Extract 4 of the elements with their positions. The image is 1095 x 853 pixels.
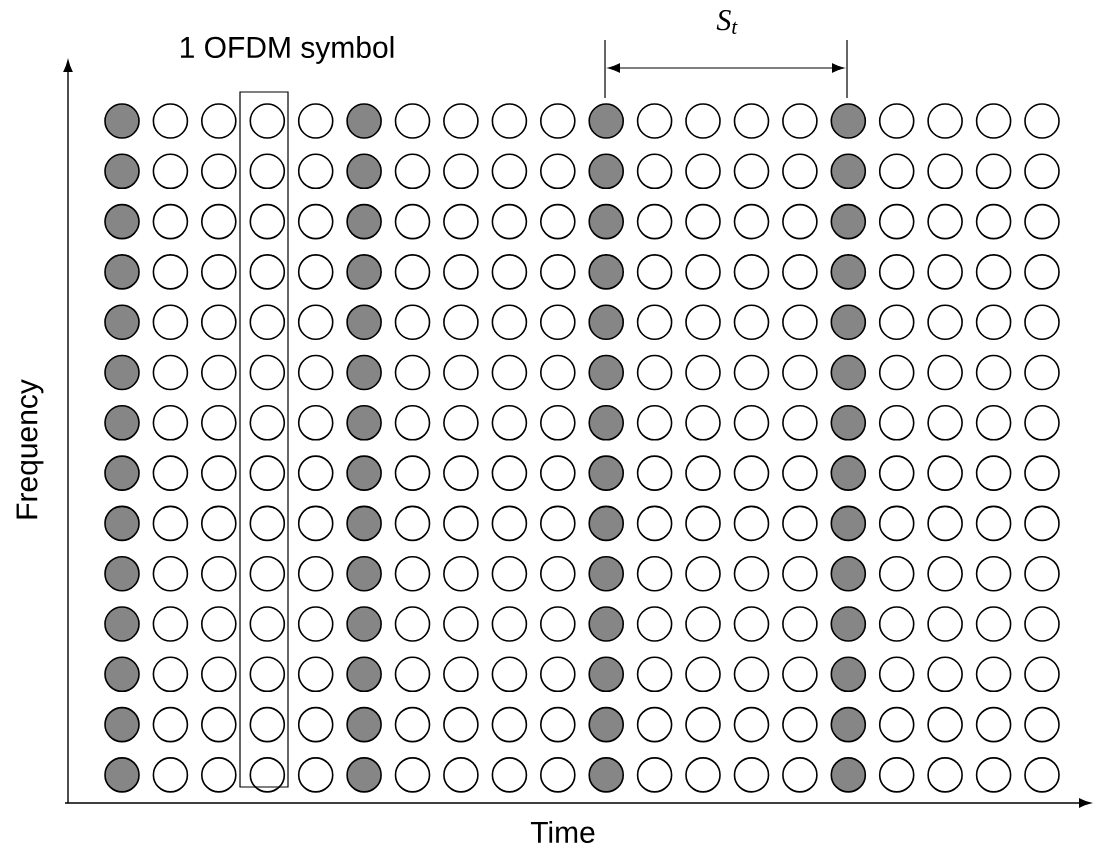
axis-label: Time <box>530 821 595 843</box>
spacing-label: S$_{t}$ <box>716 10 738 34</box>
symbol-label: 1 OFDM symbol <box>180 36 394 64</box>
axis-label: Frequency <box>16 379 44 519</box>
